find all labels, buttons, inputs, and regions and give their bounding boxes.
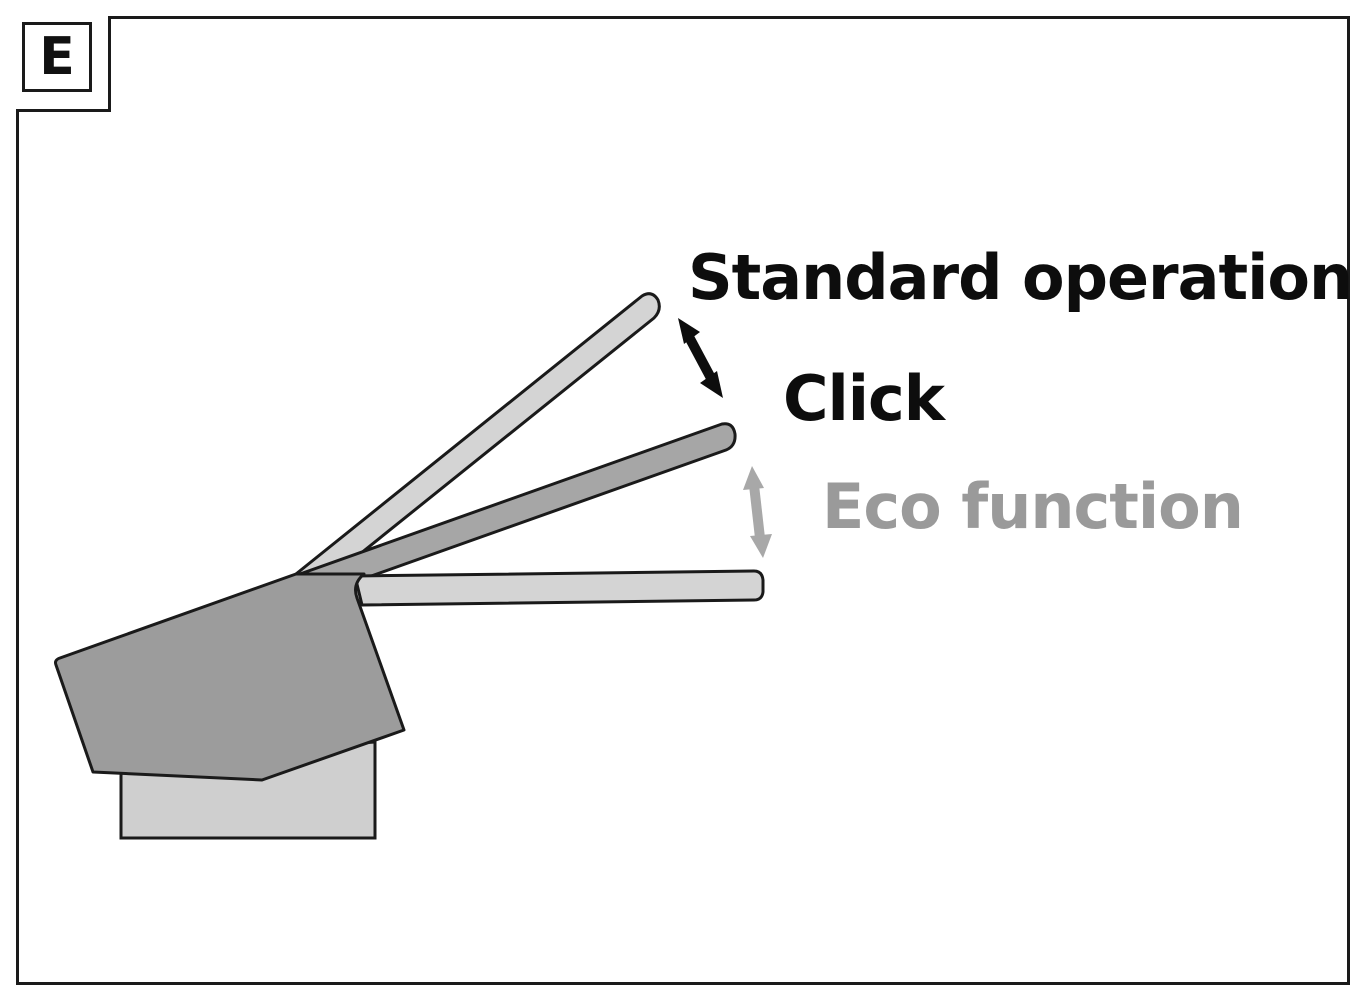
device-body: [54, 572, 406, 782]
double-arrow-icon: [678, 318, 723, 398]
double-arrow-icon: [743, 466, 772, 558]
click-label: Click: [783, 362, 945, 435]
lever-eco-position: [353, 569, 765, 607]
panel-label-box: E: [16, 16, 111, 112]
panel-frame: [16, 16, 1350, 985]
eco-function-label: Eco function: [822, 470, 1244, 543]
lever-standard-position: [294, 292, 661, 580]
lever-click-position: [298, 422, 737, 582]
panel-letter: E: [22, 22, 92, 92]
standard-operation-label: Standard operation: [688, 241, 1353, 314]
